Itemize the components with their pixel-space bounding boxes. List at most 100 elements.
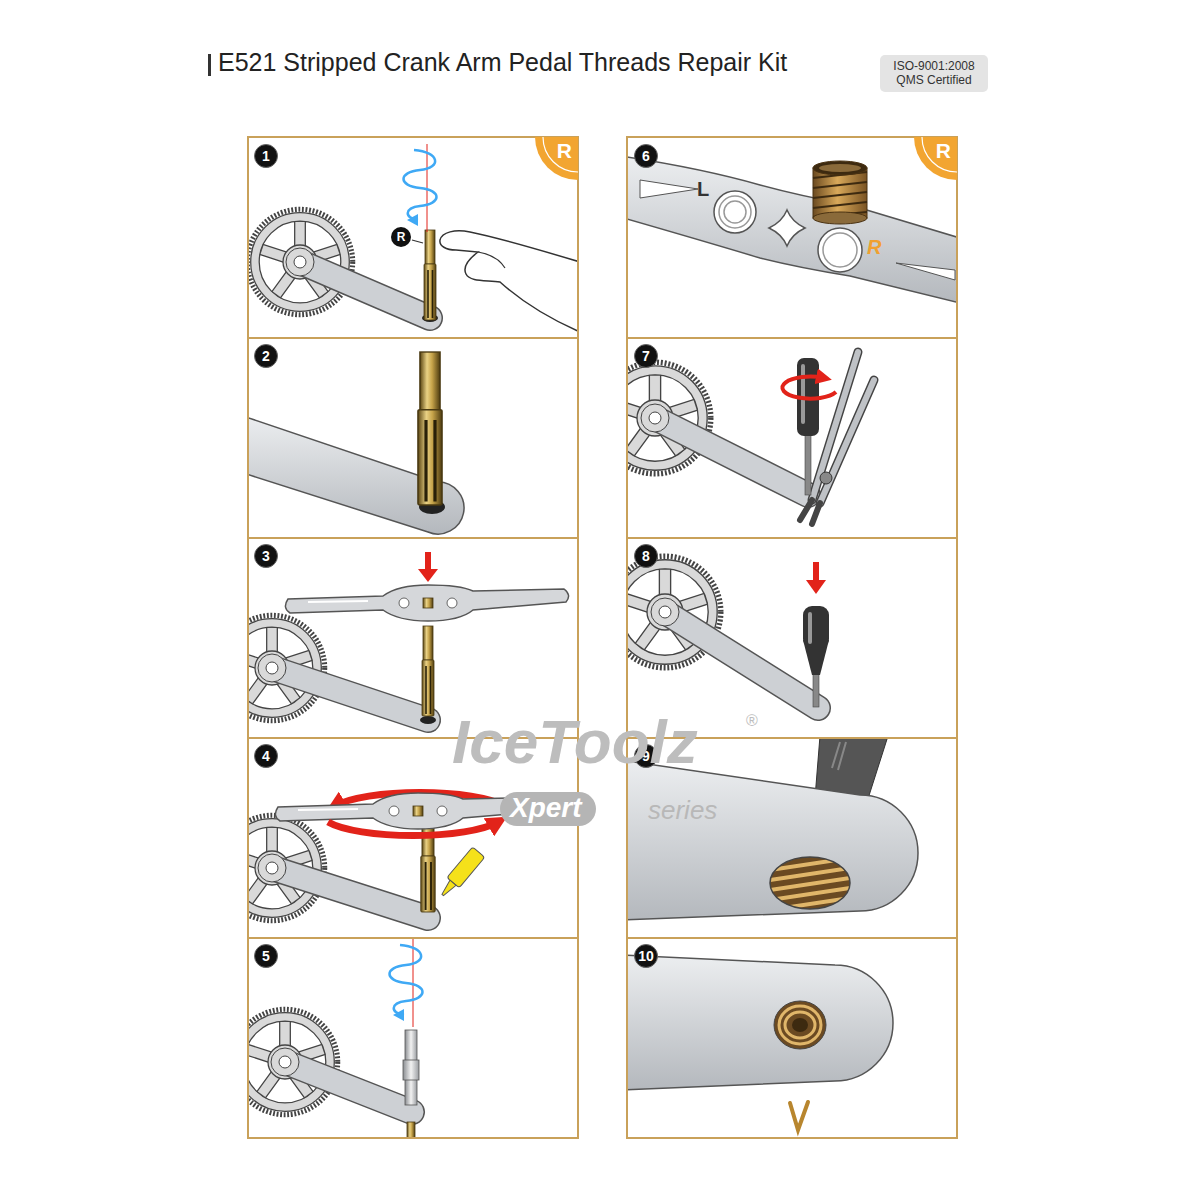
step-number-text: 1 <box>262 148 270 164</box>
panel-frame <box>627 937 957 939</box>
step-number: 6 <box>634 144 658 168</box>
title: E521 Stripped Crank Arm Pedal Threads Re… <box>218 48 787 77</box>
pliers <box>800 500 820 524</box>
watermark: Xpert <box>500 792 596 826</box>
step-1-illustration <box>286 248 314 276</box>
r-corner-tab-shape <box>914 137 957 180</box>
title-bar <box>208 54 211 76</box>
step-number-text: 2 <box>262 348 270 364</box>
step-6-illustration <box>818 228 862 272</box>
step-2-illustration <box>248 352 464 534</box>
step-5-illustration <box>390 939 423 1027</box>
r-corner-tab-text: R <box>914 139 951 163</box>
step-number: 4 <box>254 744 278 768</box>
thread-insert <box>813 212 867 224</box>
step-4-illustration <box>272 868 428 918</box>
step-number-text: 5 <box>262 948 270 964</box>
step-number: 10 <box>634 944 658 968</box>
tool-marking: L <box>697 178 709 201</box>
step-3-illustration <box>285 585 568 621</box>
step-3-illustration <box>418 569 438 582</box>
step-10-illustration <box>774 1001 826 1049</box>
step-5-illustration <box>248 939 423 1138</box>
step-number-text: 7 <box>642 348 650 364</box>
step-6-illustration <box>714 191 756 233</box>
step-1-illustration <box>404 144 437 232</box>
r-corner-tab-shape <box>535 137 578 180</box>
step-1-illustration <box>440 231 578 332</box>
step-8-illustration <box>651 598 679 626</box>
step-number-text: 3 <box>262 548 270 564</box>
panel-frame <box>248 937 578 939</box>
oil-bottle <box>440 880 456 897</box>
step-8-illustration <box>665 612 818 708</box>
step-6-illustration <box>640 180 698 198</box>
pliers <box>820 380 874 503</box>
thread-insert <box>819 164 861 172</box>
panel-frame <box>627 537 957 539</box>
step-3-illustration <box>425 552 431 570</box>
panel-frame <box>248 537 578 539</box>
panel-frame <box>248 137 578 1138</box>
step-8-illustration <box>659 606 671 618</box>
step-8-illustration <box>806 580 826 594</box>
step-7-illustration <box>641 404 669 432</box>
oil-bottle <box>437 847 485 900</box>
panel-frame <box>248 337 578 339</box>
screwdriver <box>801 364 805 424</box>
step-3-illustration <box>248 552 569 724</box>
step-1-illustration <box>424 230 436 320</box>
step-10-illustration <box>792 1018 808 1032</box>
step-7-illustration <box>655 418 808 495</box>
step-1-illustration <box>300 262 430 318</box>
step-3-illustration <box>258 654 286 682</box>
step-5-illustration <box>285 1062 412 1112</box>
certification-badge: ISO-9001:2008 QMS Certified <box>880 55 988 92</box>
step-number: 2 <box>254 344 278 368</box>
step-number: 3 <box>254 544 278 568</box>
pliers <box>820 380 874 503</box>
step-5-illustration <box>285 1062 412 1112</box>
step-9-illustration <box>627 760 918 920</box>
thread-insert <box>813 172 867 217</box>
step-number-text: 4 <box>262 748 270 764</box>
step-3-illustration <box>272 668 428 720</box>
step-4-illustration <box>266 862 278 874</box>
step-number: 7 <box>634 344 658 368</box>
watermark: ® <box>746 712 758 730</box>
step-number: 8 <box>634 544 658 568</box>
step-1-illustration <box>300 262 430 318</box>
step-7-illustration <box>782 377 836 399</box>
step-6-illustration <box>769 210 805 246</box>
step-5-illustration <box>403 1060 419 1080</box>
step-10-illustration <box>779 1006 821 1044</box>
step-7-illustration <box>649 412 661 424</box>
step-number-text: 6 <box>642 148 650 164</box>
screwdriver <box>808 612 812 644</box>
step-3-illustration <box>248 615 325 720</box>
panel-frame <box>248 137 957 1138</box>
step-3-illustration <box>266 662 278 674</box>
step-9-illustration <box>770 857 850 909</box>
step-5-illustration <box>407 1122 415 1138</box>
step-4-illustration <box>328 822 498 836</box>
step-6-illustration <box>627 156 957 303</box>
thread-insert <box>813 161 867 175</box>
step-1-illustration <box>412 240 423 243</box>
certification-badge-text: ISO-9001:2008 QMS Certified <box>884 59 984 88</box>
step-3-illustration <box>422 626 434 716</box>
step-5-illustration <box>271 1048 299 1076</box>
step-6-illustration <box>627 156 957 303</box>
step-4-illustration <box>272 868 428 918</box>
step-3-illustration <box>420 716 436 724</box>
step-7-illustration <box>627 362 711 474</box>
step-10-illustration <box>790 1102 808 1130</box>
step-6-illustration <box>724 201 746 223</box>
r-corner-tab: R <box>914 137 957 180</box>
callout-marker: R <box>391 227 411 247</box>
step-6-illustration <box>896 263 955 280</box>
step-8-illustration <box>627 556 829 708</box>
step-3-illustration <box>272 668 428 720</box>
thread-insert <box>770 858 850 910</box>
